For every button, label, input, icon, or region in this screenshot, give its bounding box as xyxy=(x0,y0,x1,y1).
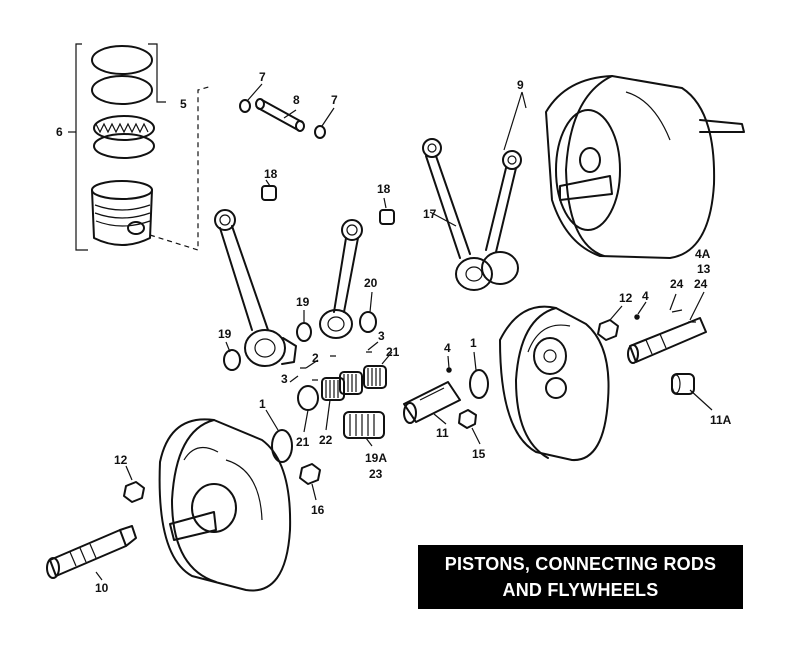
nut-12-right xyxy=(597,319,619,341)
nut-12-left xyxy=(123,481,145,503)
bracket-5 xyxy=(148,43,166,103)
spacer-20 xyxy=(359,311,377,333)
callout-19A: 19A xyxy=(365,451,387,465)
callout-1-left: 1 xyxy=(259,397,266,411)
bushing-11A xyxy=(671,373,695,395)
callout-13: 13 xyxy=(697,262,711,276)
callout-12-right: 12 xyxy=(619,291,633,305)
title-line-1: PISTONS, CONNECTING RODS xyxy=(444,554,717,574)
nut-16 xyxy=(299,463,321,485)
connecting-rod-left xyxy=(214,209,297,367)
callout-4-right: 4 xyxy=(642,289,649,303)
thrust-washer-right xyxy=(469,369,489,399)
flywheel-assembly xyxy=(545,75,745,259)
callout-21-left: 21 xyxy=(296,435,310,449)
callout-8: 8 xyxy=(293,93,300,107)
callout-15: 15 xyxy=(472,447,486,461)
thrust-washer-left xyxy=(271,429,293,463)
callout-3-right: 3 xyxy=(378,329,385,343)
callout-18-left: 18 xyxy=(264,167,278,181)
roller-bearings xyxy=(297,365,387,411)
wrist-pin-assembly xyxy=(239,98,326,139)
pinion-shaft xyxy=(627,317,707,364)
callout-11: 11 xyxy=(436,426,449,440)
callout-20: 20 xyxy=(364,276,378,290)
connecting-rods-pair xyxy=(422,138,522,291)
callout-4-mid: 4 xyxy=(444,341,451,355)
bracket-6 xyxy=(75,43,88,251)
callout-18-right: 18 xyxy=(377,182,391,196)
title-line-2: AND FLYWHEELS xyxy=(502,580,659,600)
flywheel-right xyxy=(499,305,610,462)
callout-21-right: 21 xyxy=(386,345,400,359)
callout-17: 17 xyxy=(423,207,437,221)
callout-3-left: 3 xyxy=(281,372,288,386)
callout-2: 2 xyxy=(312,351,319,365)
callout-22: 22 xyxy=(319,433,333,447)
callout-10: 10 xyxy=(95,581,109,595)
connecting-rod-middle xyxy=(319,219,363,339)
spacer-19-left xyxy=(223,349,241,371)
leader-lines xyxy=(95,83,713,581)
bushing-18-right xyxy=(379,209,395,225)
piston-rings xyxy=(91,45,155,159)
callout-7-right: 7 xyxy=(331,93,338,107)
caged-bearing-19A xyxy=(343,411,385,439)
callout-19-mid: 19 xyxy=(296,295,310,309)
nut-15 xyxy=(458,409,477,429)
callout-5: 5 xyxy=(180,97,187,111)
sprocket-shaft xyxy=(46,525,137,579)
crank-pin xyxy=(403,381,461,424)
callout-19-left: 19 xyxy=(218,327,232,341)
callout-24-left: 24 xyxy=(670,277,684,291)
title-box: PISTONS, CONNECTING RODS AND FLYWHEELS xyxy=(418,545,743,609)
callout-1-right: 1 xyxy=(470,336,477,350)
callout-24-right: 24 xyxy=(694,277,708,291)
bushing-18-left xyxy=(261,185,277,201)
callout-4A: 4A xyxy=(695,247,711,261)
piston xyxy=(91,180,153,246)
callout-12-left: 12 xyxy=(114,453,128,467)
callout-7-left: 7 xyxy=(259,70,266,84)
spacer-19-mid xyxy=(296,322,312,342)
callout-11A: 11A xyxy=(710,413,732,427)
callout-6: 6 xyxy=(56,125,63,139)
callout-9: 9 xyxy=(517,78,524,92)
callout-16: 16 xyxy=(311,503,325,517)
washers-2-3 xyxy=(300,351,372,381)
callout-23: 23 xyxy=(369,467,383,481)
flywheel-left xyxy=(158,418,292,592)
